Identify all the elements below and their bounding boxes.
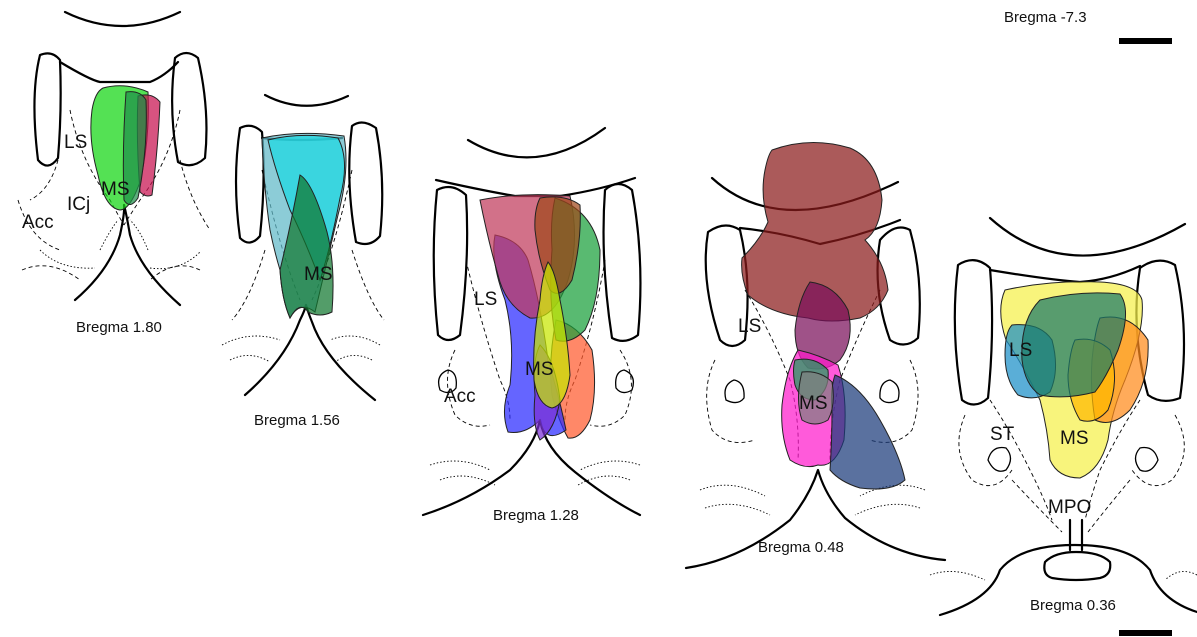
injection-sites: [742, 142, 905, 489]
region-label: LS: [474, 289, 497, 310]
region-label: MS: [101, 179, 130, 200]
region-label: MS: [1060, 428, 1089, 449]
top-right-bregma-label: Bregma -7.3: [1004, 9, 1087, 26]
region-label: MPO: [1048, 497, 1091, 518]
region-label: LS: [64, 132, 87, 153]
region-label: Acc: [444, 386, 476, 407]
section-bregma-1-28: LS MS Acc Bregma 1.28: [423, 128, 640, 524]
section-bregma-1-56: MS Bregma 1.56: [222, 95, 384, 429]
region-label: MS: [304, 264, 333, 285]
region-label: Acc: [22, 212, 54, 233]
bregma-label: Bregma 1.80: [76, 319, 162, 336]
region-label: MS: [799, 393, 828, 414]
scale-bar-bottom: [1119, 630, 1172, 636]
bregma-label: Bregma 1.28: [493, 507, 579, 524]
bregma-label: Bregma 0.36: [1030, 597, 1116, 614]
scale-bar-top: [1119, 38, 1172, 44]
injection-sites: [262, 133, 346, 318]
region-label: MS: [525, 359, 554, 380]
injection-site-3: [830, 375, 905, 489]
region-label: LS: [738, 316, 761, 337]
section-bregma-1-80: LS MS ICj Acc Bregma 1.80: [18, 12, 210, 336]
section-bregma-0-36: LS MS ST MPO Bregma 0.36: [930, 218, 1197, 615]
section-bregma-0-48: LS MS Bregma 0.48: [686, 142, 945, 568]
region-label: LS: [1009, 340, 1032, 361]
bregma-label: Bregma 1.56: [254, 412, 340, 429]
injection-sites: [480, 195, 600, 440]
region-label: ICj: [67, 194, 90, 215]
bregma-label: Bregma 0.48: [758, 539, 844, 556]
region-label: ST: [990, 424, 1015, 445]
